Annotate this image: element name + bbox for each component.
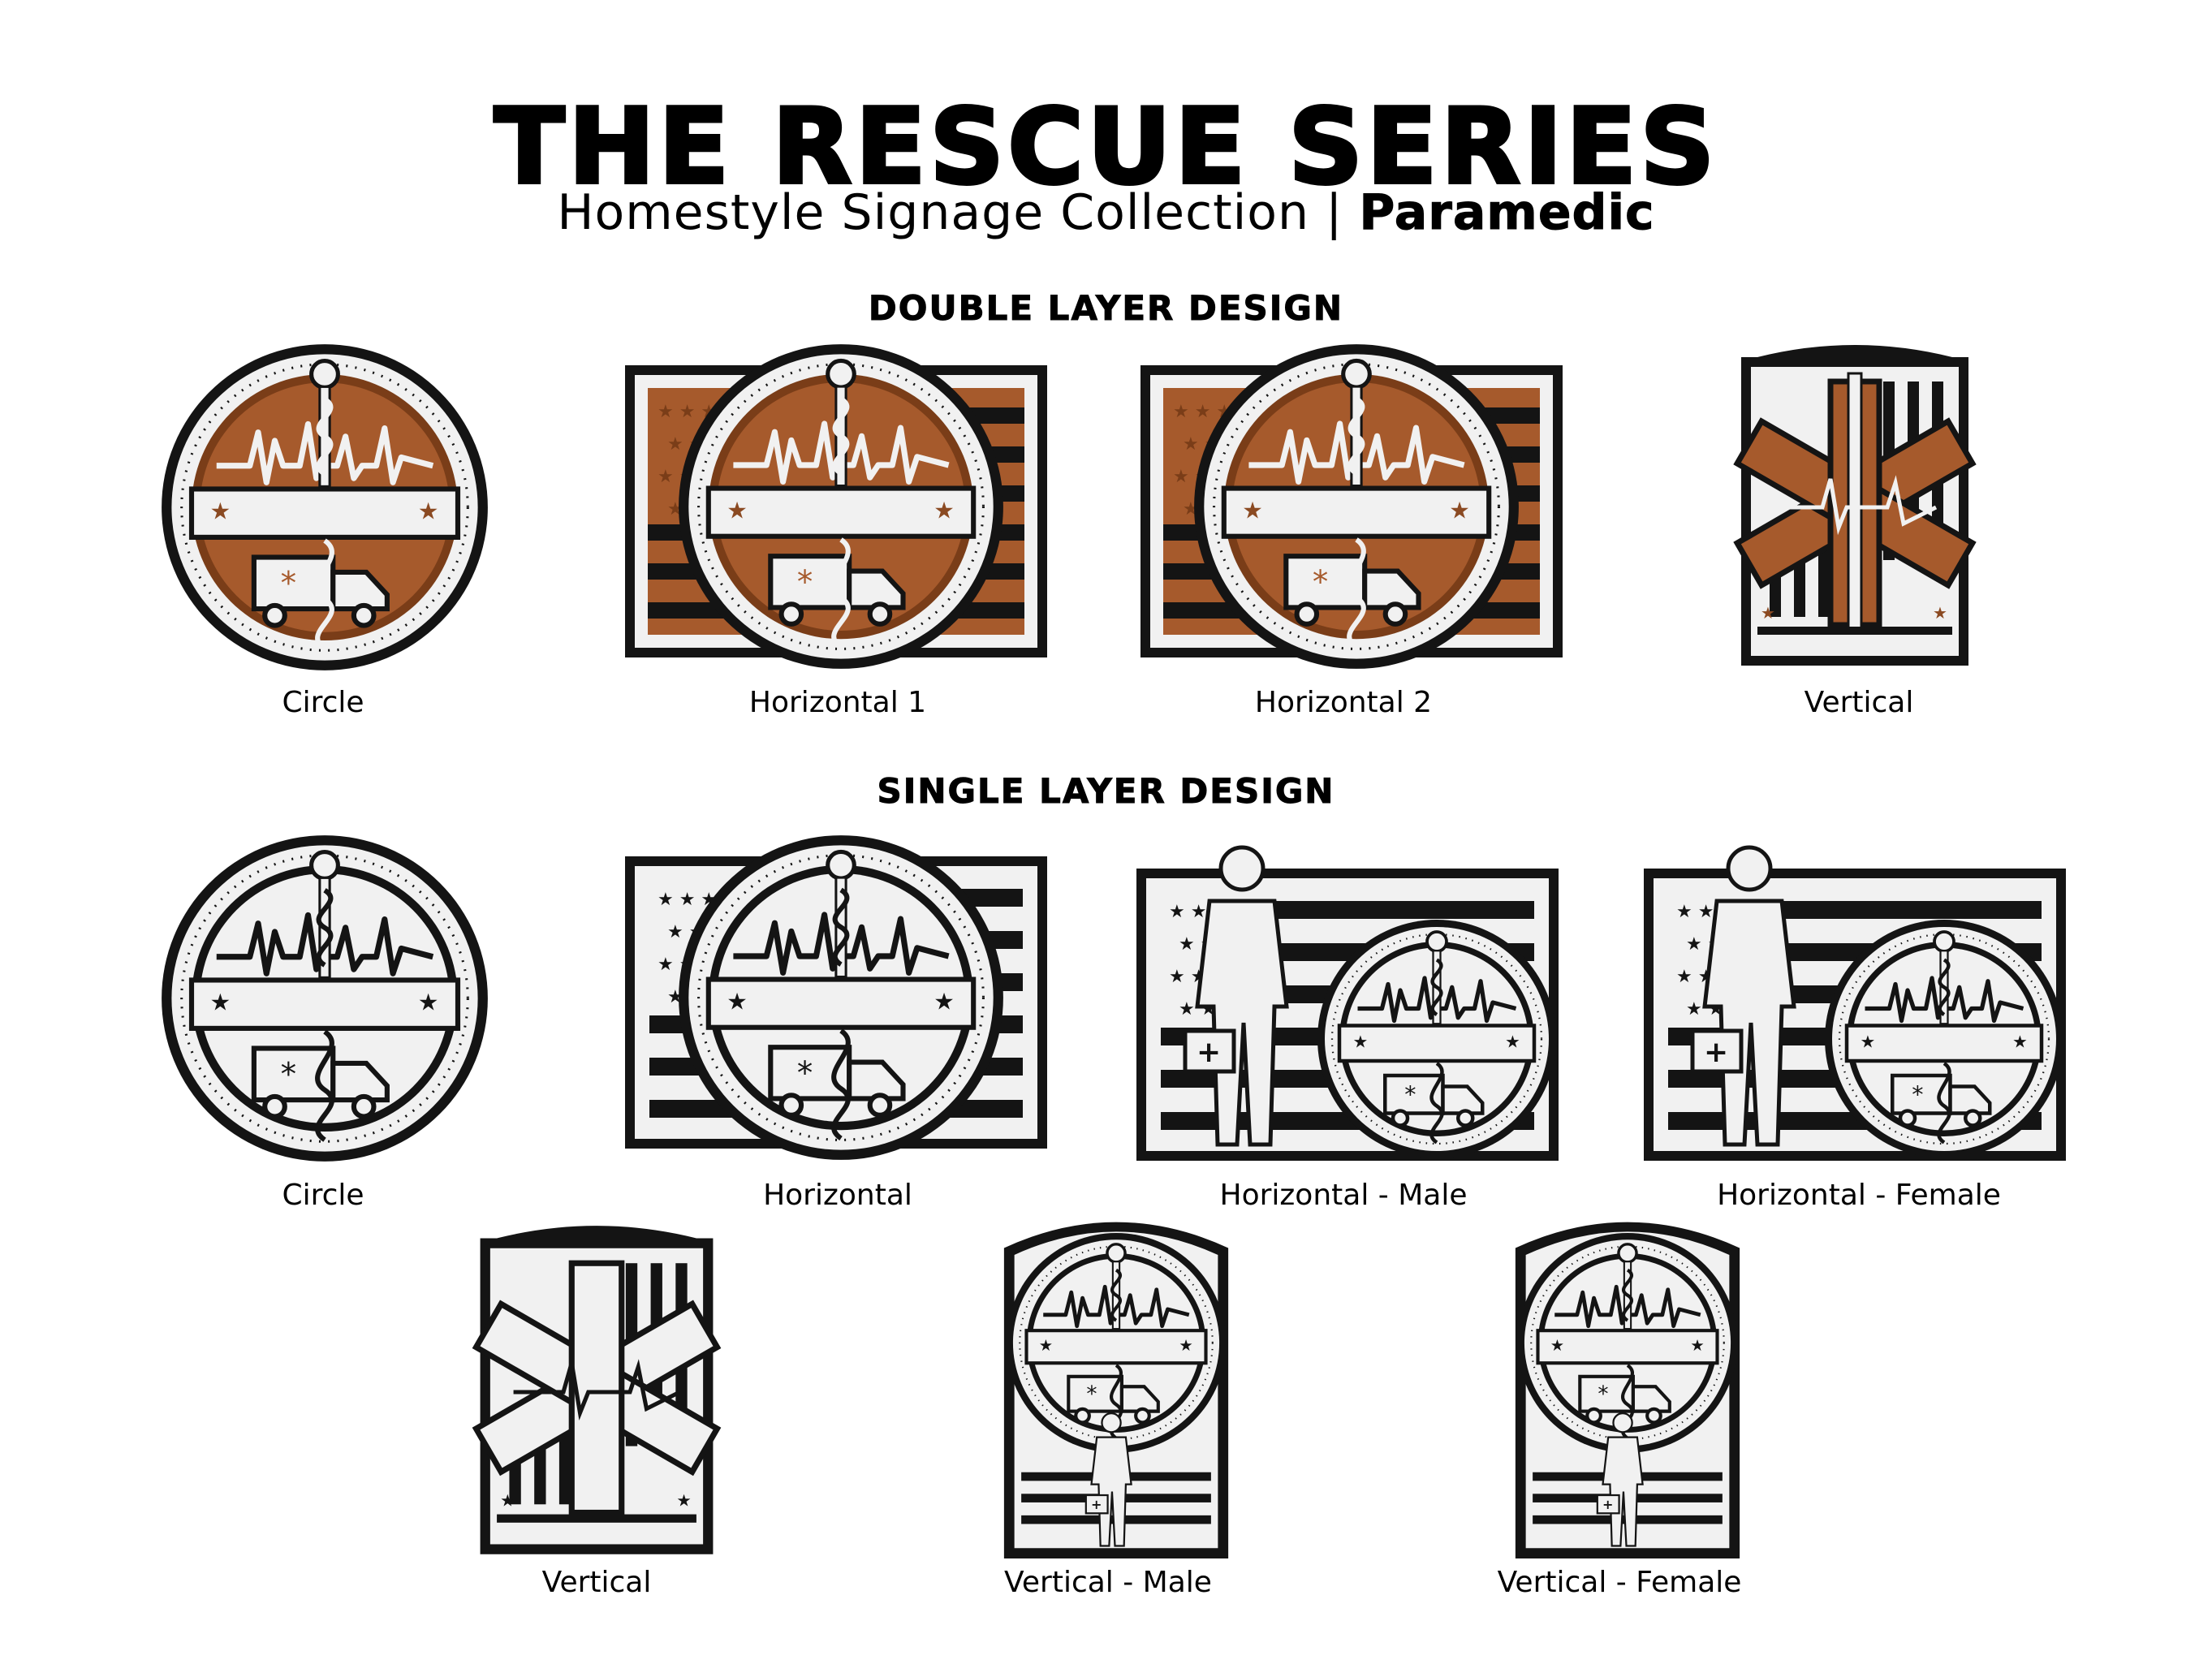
subtitle-main: Homestyle Signage Collection | <box>557 184 1360 241</box>
double-horizontal2-sign <box>1140 341 1563 674</box>
subtitle-bold: Paramedic <box>1359 184 1655 241</box>
double-layer-heading: DOUBLE LAYER DESIGN <box>868 288 1344 329</box>
single-vertical-label: Vertical <box>541 1566 652 1599</box>
double-horizontal2-label: Horizontal 2 <box>1254 686 1433 719</box>
single-vertical-male-sign <box>986 1214 1246 1558</box>
single-vertical-female-label: Vertical - Female <box>1497 1566 1742 1599</box>
single-horizontal-male-label: Horizontal - Male <box>1219 1179 1468 1212</box>
page-subtitle: Homestyle Signage Collection | Paramedic <box>0 188 2212 238</box>
single-horizontal-female-label: Horizontal - Female <box>1717 1179 2001 1212</box>
single-vertical-female-sign <box>1498 1214 1757 1558</box>
single-vertical-male-label: Vertical - Male <box>1004 1566 1212 1599</box>
single-horizontal-label: Horizontal <box>763 1179 912 1212</box>
double-horizontal1-sign <box>625 341 1047 674</box>
single-circle-sign <box>158 832 491 1165</box>
single-circle-label: Circle <box>282 1179 364 1212</box>
double-circle-sign <box>158 341 491 674</box>
page-title: THE RESCUE SERIES <box>493 87 1718 208</box>
double-vertical-label: Vertical <box>1804 686 1914 719</box>
single-horizontal-male-sign <box>1136 836 1559 1161</box>
single-horizontal-female-sign <box>1644 836 2066 1161</box>
single-vertical-sign <box>463 1222 731 1563</box>
double-horizontal1-label: Horizontal 1 <box>748 686 927 719</box>
double-vertical-sign <box>1721 341 1989 674</box>
single-horizontal-sign <box>625 832 1047 1165</box>
single-layer-heading: SINGLE LAYER DESIGN <box>877 771 1335 812</box>
double-circle-label: Circle <box>282 686 364 719</box>
